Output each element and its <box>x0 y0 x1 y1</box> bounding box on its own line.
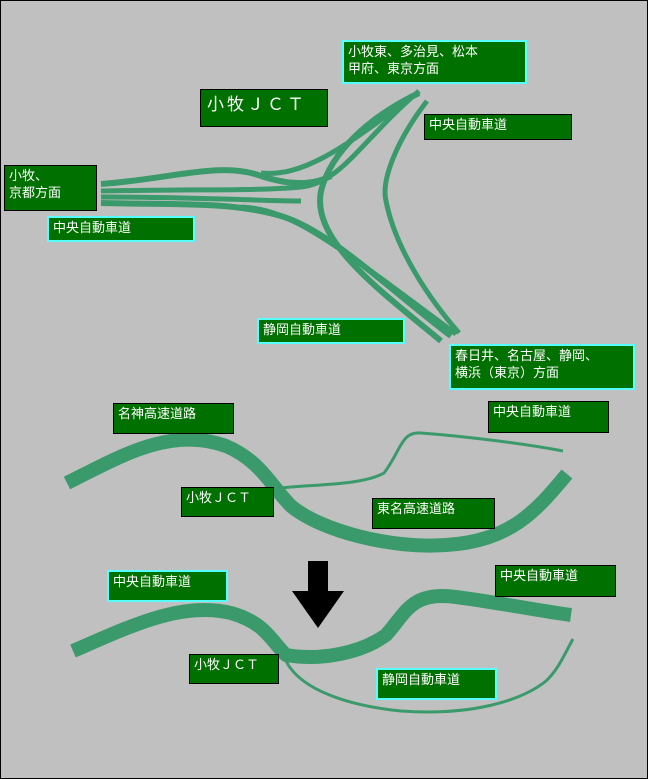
chuo-road-middle <box>270 431 564 491</box>
road-ne-branch-b <box>382 99 461 335</box>
jct-label-bottom: 小牧ＪＣＴ <box>189 654 279 684</box>
road-label-chuo-bottom-right: 中央自動車道 <box>495 565 616 597</box>
jct-label-middle: 小牧ＪＣＴ <box>181 487 274 517</box>
tomei-text: 東名高速道路 <box>377 502 456 517</box>
road-chuo-west-text: 中央自動車道 <box>53 221 132 236</box>
top-junction-roads <box>100 89 461 344</box>
road-cross-b <box>240 204 458 337</box>
chuo-bottom-right-text: 中央自動車道 <box>500 569 579 584</box>
meishin-text: 名神高速道路 <box>118 407 197 422</box>
down-arrow-icon <box>292 561 344 628</box>
dest-w-line2: 京都方面 <box>9 186 62 201</box>
meishin-tomei-road <box>63 432 573 553</box>
chuo-bottom-left-text: 中央自動車道 <box>113 575 192 590</box>
road-label-chuo-east: 中央自動車道 <box>424 114 572 140</box>
road-west-mid-a <box>100 89 421 194</box>
road-label-shizuoka: 静岡自動車道 <box>257 318 405 344</box>
road-label-chuo-west: 中央自動車道 <box>47 216 195 242</box>
dest-ne-line1: 小牧東、多治見、松本 <box>348 45 479 60</box>
jct-middle-text: 小牧ＪＣＴ <box>186 491 252 506</box>
dest-label-west: 小牧、 京都方面 <box>4 165 97 211</box>
road-cross-a <box>260 95 413 176</box>
jct-title-text: 小牧ＪＣＴ <box>207 95 307 115</box>
road-label-tomei: 東名高速道路 <box>372 498 495 529</box>
dest-w-line1: 小牧、 <box>9 169 49 184</box>
dest-se-line1: 春日井、名古屋、静岡、 <box>455 349 599 364</box>
road-west-upper <box>100 167 333 187</box>
jct-title: 小牧ＪＣＴ <box>200 89 328 127</box>
road-label-chuo-middle: 中央自動車道 <box>488 401 609 433</box>
dest-label-southeast: 春日井、名古屋、静岡、 横浜（東京）方面 <box>449 344 635 390</box>
chuo-road-bottom <box>70 589 572 664</box>
shizuoka-bottom-text: 静岡自動車道 <box>382 673 461 688</box>
road-label-shizuoka-bottom: 静岡自動車道 <box>376 668 497 700</box>
dest-label-northeast: 小牧東、多治見、松本 甲府、東京方面 <box>342 40 527 84</box>
road-label-chuo-bottom-left: 中央自動車道 <box>107 570 228 602</box>
road-shizuoka-text: 静岡自動車道 <box>263 323 342 338</box>
road-chuo-east-text: 中央自動車道 <box>429 118 508 133</box>
road-west-mid-b <box>100 194 302 204</box>
dest-ne-line2: 甲府、東京方面 <box>348 62 440 77</box>
middle-roads <box>63 431 573 553</box>
bottom-roads <box>70 589 575 714</box>
dest-se-line2: 横浜（東京）方面 <box>455 366 560 381</box>
jct-bottom-text: 小牧ＪＣＴ <box>194 658 260 673</box>
road-ne-branch-a <box>317 90 443 344</box>
shizuoka-road-bottom <box>284 638 575 714</box>
road-label-meishin: 名神高速道路 <box>113 403 234 434</box>
chuo-middle-text: 中央自動車道 <box>493 405 572 420</box>
